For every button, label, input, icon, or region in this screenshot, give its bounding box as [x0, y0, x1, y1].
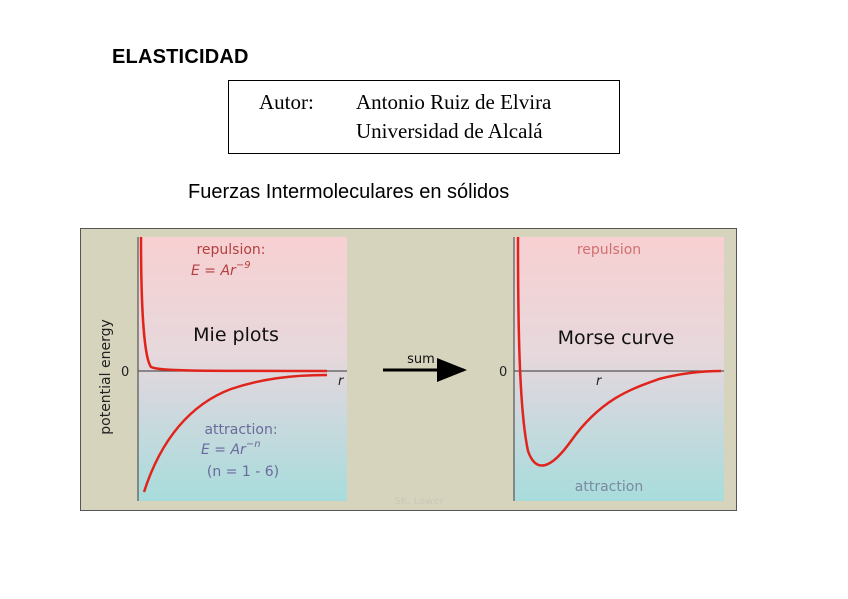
author-box: Autor: Antonio Ruiz de Elvira Universida… [228, 80, 620, 154]
attraction-curve [142, 373, 328, 493]
sum-arrow: sum [383, 352, 467, 382]
right-attraction-label: attraction [575, 479, 643, 495]
left-r-label: r [338, 374, 345, 389]
repulsion-formula-exponent: −9 [236, 260, 251, 271]
right-zero-label: 0 [499, 365, 507, 380]
attraction-formula-exponent: −n [246, 439, 261, 450]
left-attraction-formula: E = Ar−n [201, 439, 261, 458]
sum-label: sum [407, 352, 435, 367]
left-repulsion-formula: E = Ar−9 [191, 260, 251, 279]
right-repulsion-label: repulsion [577, 242, 641, 258]
left-repulsion-label: repulsion: [196, 242, 265, 258]
section-subheading: Fuerzas Intermoleculares en sólidos [188, 181, 510, 203]
page-heading: ELASTICIDAD [112, 46, 249, 68]
right-panel: 0 r repulsion Morse curve attraction [499, 236, 724, 501]
left-panel: 0 r repulsion: E = Ar−9 Mie plots attrac… [121, 236, 347, 501]
author-affiliation: Universidad de Alcalá [356, 119, 543, 143]
right-r-label: r [596, 374, 603, 389]
right-panel-title: Morse curve [558, 327, 675, 349]
y-axis-label: potential energy [98, 319, 114, 435]
figure-canvas: potential energy 0 r repulsion: E = Ar−9… [98, 236, 724, 507]
author-label: Autor: [259, 90, 314, 114]
figure-credit: SK. Lower [394, 496, 444, 507]
attraction-formula-base: E = Ar [201, 442, 247, 458]
intermolecular-forces-figure: potential energy 0 r repulsion: E = Ar−9… [80, 228, 737, 511]
left-zero-label: 0 [121, 365, 129, 380]
repulsion-curve [139, 236, 328, 373]
repulsion-formula-base: E = Ar [191, 263, 237, 279]
author-name: Antonio Ruiz de Elvira [356, 90, 552, 114]
left-attraction-label: attraction: [204, 422, 277, 438]
right-panel-background [514, 237, 724, 501]
left-panel-title: Mie plots [193, 324, 279, 346]
morse-curve [516, 236, 722, 467]
left-attraction-range: (n = 1 - 6) [207, 464, 279, 480]
